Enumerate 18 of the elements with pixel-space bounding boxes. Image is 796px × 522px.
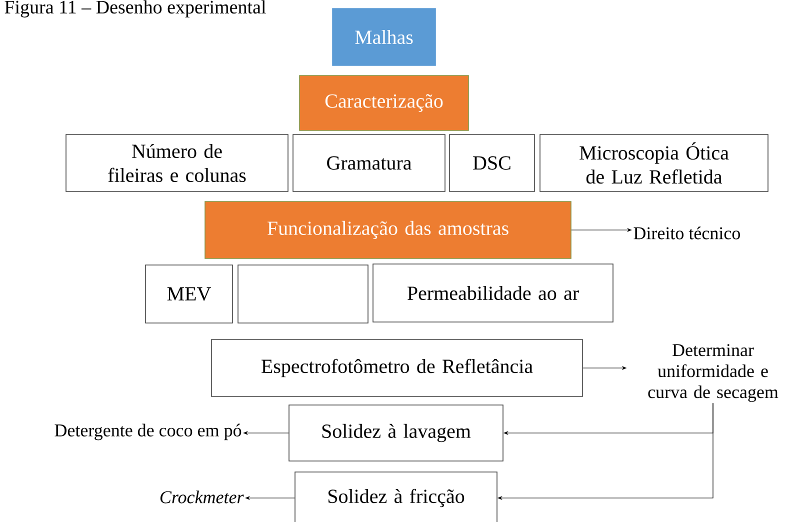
stage-box: Caracterização [299, 75, 469, 131]
process-box: Solidez à fricção [294, 472, 498, 522]
process-box [238, 264, 368, 324]
process-box: Permeabilidade ao ar [372, 264, 614, 322]
process-box: Número de fileiras e colunas [66, 134, 288, 192]
note-text: Direito técnico [634, 226, 740, 240]
note-text: Crockmeter [160, 490, 244, 504]
process-box: MEV [145, 264, 233, 324]
process-box: Gramatura [292, 134, 446, 192]
process-box: DSC [449, 134, 535, 192]
note-text: Determinar uniformidade e curva de secagem [648, 344, 778, 402]
process-box: Microscopia Ótica de Luz Refletida [540, 134, 768, 192]
process-box: Solidez à lavagem [288, 404, 504, 462]
stage-box: Funcionalização das amostras [204, 201, 572, 259]
process-box: Espectrofotômetro de Refletância [211, 339, 583, 397]
note-text: Detergente de coco em pó [54, 424, 242, 440]
figure-title: Figura 11 – Desenho experimental [4, 0, 266, 18]
start-box: Malhas [332, 8, 436, 66]
